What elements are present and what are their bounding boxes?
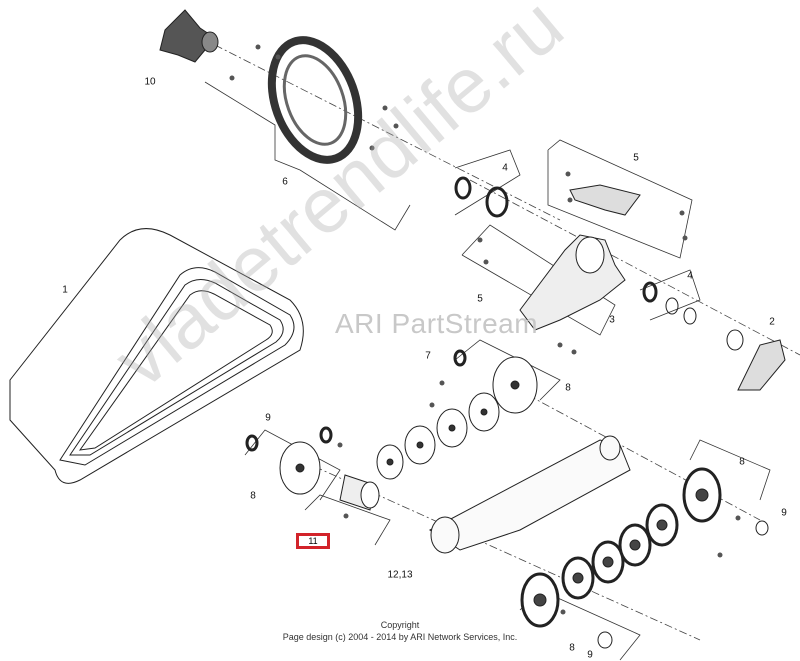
callout-5[interactable]: 5 — [633, 152, 639, 164]
callout-1[interactable]: 1 — [62, 284, 68, 296]
bracket-part-5 — [569, 184, 641, 216]
rail-part-12-13 — [429, 435, 631, 554]
callout-9-second[interactable]: 9 — [781, 507, 787, 519]
callout-brackets — [204, 81, 771, 661]
copyright-title: Copyright — [380, 620, 420, 630]
callout-10[interactable]: 10 — [144, 76, 156, 88]
callout-12-13[interactable]: 12,13 — [387, 569, 413, 581]
callout-5-second[interactable]: 5 — [477, 293, 483, 305]
spacer-part-11 — [339, 474, 380, 511]
callout-11-label: 11 — [308, 536, 318, 546]
lower-wheels — [520, 467, 722, 628]
callout-8[interactable]: 8 — [565, 382, 571, 394]
callout-9[interactable]: 9 — [265, 412, 271, 424]
highlighted-callout-11[interactable]: 11 — [296, 533, 330, 549]
o-rings — [597, 297, 769, 649]
suspension-arm-part-3 — [519, 234, 626, 331]
bearings — [245, 176, 658, 452]
cap-part-2 — [737, 339, 786, 391]
callout-4[interactable]: 4 — [502, 162, 508, 174]
callout-9-third[interactable]: 9 — [587, 649, 593, 661]
callout-8-fourth[interactable]: 8 — [569, 642, 575, 654]
callout-8-third[interactable]: 8 — [739, 456, 745, 468]
idler-wheels — [279, 356, 538, 495]
track-part-1 — [9, 228, 304, 484]
bolts-and-nuts — [229, 44, 741, 615]
drive-hub-part-10 — [159, 9, 219, 63]
callout-8-second[interactable]: 8 — [250, 490, 256, 502]
callout-4-second[interactable]: 4 — [687, 270, 693, 282]
brand-watermark: ARI PartStream — [335, 308, 539, 339]
callout-6[interactable]: 6 — [282, 176, 288, 188]
callout-7[interactable]: 7 — [425, 350, 431, 362]
copyright-text: Page design (c) 2004 - 2014 by ARI Netwo… — [282, 632, 518, 642]
callout-2[interactable]: 2 — [769, 316, 775, 328]
callout-3[interactable]: 3 — [609, 314, 615, 326]
sprocket-part-6 — [267, 36, 363, 164]
